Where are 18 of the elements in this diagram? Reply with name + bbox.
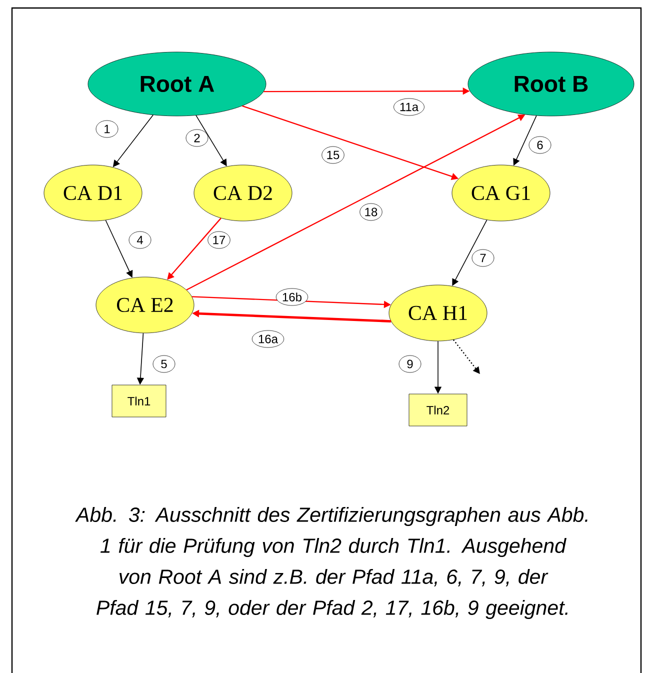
- participant-box: Tln1: [112, 384, 166, 418]
- edge-label: 5: [152, 355, 176, 373]
- edge-label: 9: [398, 355, 422, 373]
- caption: Abb. 3: Ausschnitt des Zertifizierungsgraphen aus Abb. 1 für die Prüfung von Tln2 durch Tln1. Ausgehend von Root A sind z.B. der Pfad 11a, 6, 7, 9, der Pfad 15, 7, 9, oder der Pfad 2, 17, 16b, 9 geeignet.: [75, 506, 588, 620]
- edge-label: 11a: [394, 98, 424, 116]
- edge-label: 1: [96, 120, 118, 138]
- edge-label: 17: [208, 231, 230, 249]
- edge-label: 2: [186, 129, 208, 147]
- edge-label: 18: [360, 203, 382, 221]
- edge-label: 7: [472, 249, 494, 267]
- edge-label: 15: [322, 146, 344, 164]
- participant-box: Tln2: [408, 394, 468, 426]
- edge-label: 6: [528, 136, 552, 154]
- edge-label: 16a: [252, 330, 284, 348]
- edge-label: 16b: [276, 288, 308, 306]
- edge-label: 4: [128, 231, 152, 249]
- arrow: [452, 339, 480, 374]
- arrow: [452, 220, 488, 286]
